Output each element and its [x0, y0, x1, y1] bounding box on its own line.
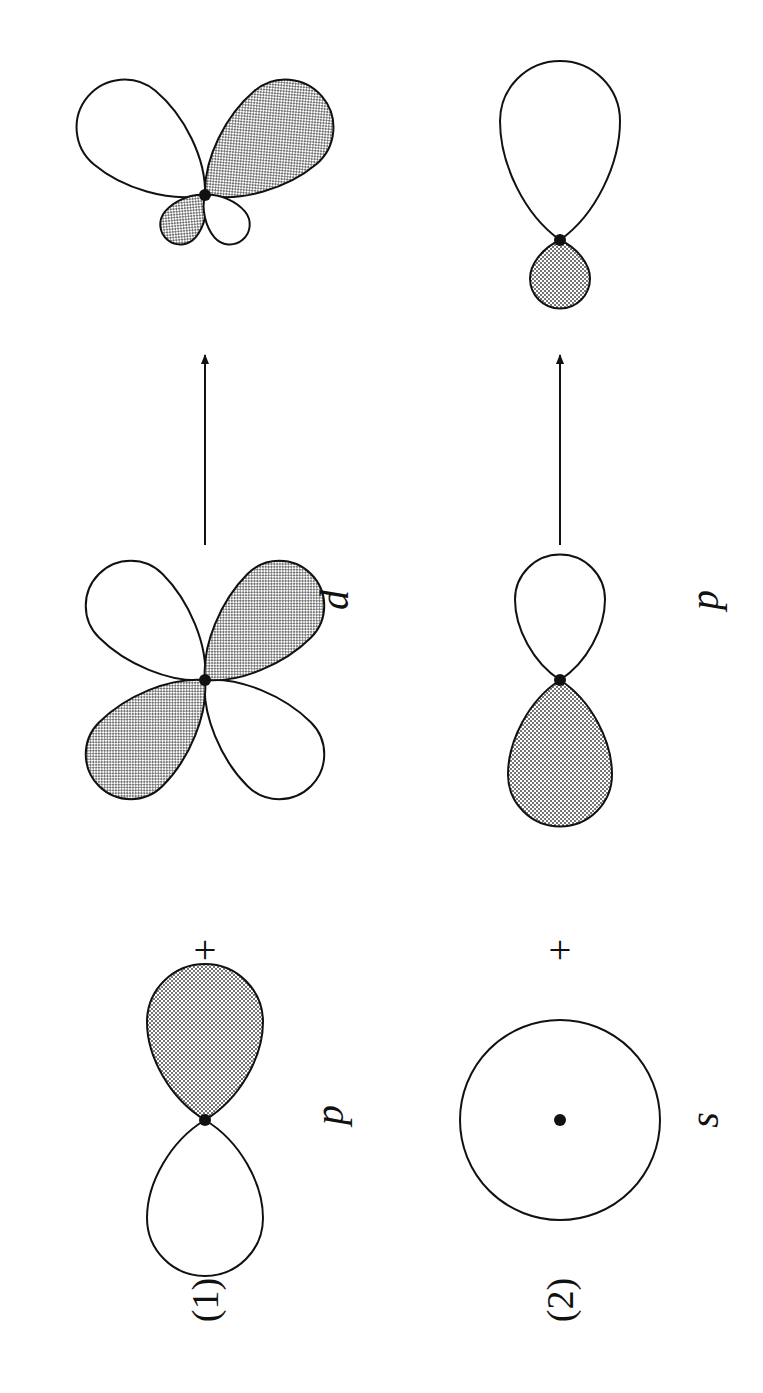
hybrid-lobe	[190, 182, 258, 253]
p-lobe	[147, 964, 263, 1120]
nucleus-dot	[199, 189, 211, 201]
plus-sign: +	[540, 939, 580, 962]
reaction-arrow	[559, 355, 561, 545]
nucleus-dot	[199, 674, 211, 686]
orbital-label: p	[685, 590, 725, 610]
orbital-label: d	[315, 590, 355, 610]
d-lobe	[173, 648, 343, 818]
nucleus-dot	[554, 234, 566, 246]
reaction-arrow	[204, 355, 206, 545]
row-number: (2)	[541, 1278, 579, 1322]
hybrid-lobe	[500, 61, 620, 240]
hybrid-lobe	[530, 240, 590, 309]
orbital-label: s	[685, 1112, 725, 1128]
orbital-label: p	[310, 1105, 350, 1125]
row-number: (1)	[186, 1278, 224, 1322]
s-orbital	[460, 1020, 660, 1220]
plus-sign: +	[185, 939, 225, 962]
p-lobe	[508, 680, 612, 827]
nucleus-dot	[554, 674, 566, 686]
d-lobe	[67, 648, 237, 818]
p-lobe	[515, 555, 605, 681]
nucleus-dot	[554, 1114, 566, 1126]
nucleus-dot	[199, 1114, 211, 1126]
p-lobe	[147, 1120, 263, 1276]
orbitals	[57, 60, 660, 1276]
